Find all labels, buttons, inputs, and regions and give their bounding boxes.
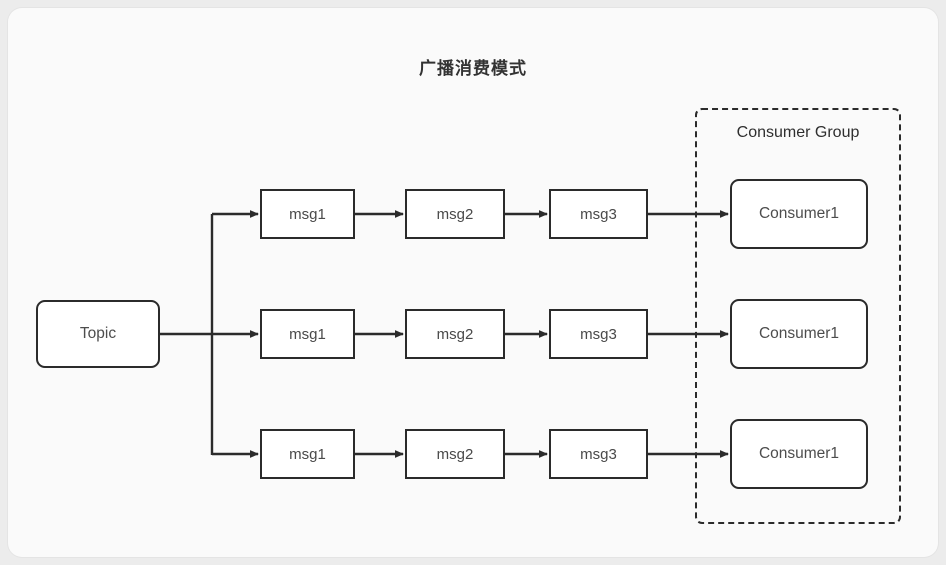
node-consumer-r3[interactable]: Consumer1	[730, 419, 868, 489]
node-msg-r1-1[interactable]: msg1	[260, 189, 355, 239]
connector-group	[160, 210, 729, 458]
node-msg-r2-1[interactable]: msg1	[260, 309, 355, 359]
node-consumer-r3-label: Consumer1	[758, 445, 840, 462]
node-msg-r3-1-label: msg1	[289, 445, 326, 463]
node-msg-r3-1[interactable]: msg1	[260, 429, 355, 479]
node-msg-r3-3[interactable]: msg3	[549, 429, 648, 479]
node-msg-r3-2[interactable]: msg2	[405, 429, 505, 479]
node-msg-r3-3-label: msg3	[580, 445, 617, 463]
node-msg-r1-2[interactable]: msg2	[405, 189, 505, 239]
node-msg-r2-2[interactable]: msg2	[405, 309, 505, 359]
consumer-group-label: Consumer Group	[736, 124, 860, 141]
node-msg-r1-1-label: msg1	[289, 205, 326, 223]
diagram-title: 广播消费模式	[419, 59, 527, 79]
node-msg-r2-3-label: msg3	[580, 325, 617, 343]
node-msg-r1-3[interactable]: msg3	[549, 189, 648, 239]
node-msg-r3-2-label: msg2	[436, 445, 474, 463]
node-consumer-r1-label: Consumer1	[758, 205, 840, 222]
node-topic-label: Topic	[79, 325, 117, 342]
node-consumer-r2-label: Consumer1	[758, 325, 840, 342]
node-msg-r2-1-label: msg1	[289, 325, 326, 343]
node-msg-r2-2-label: msg2	[436, 325, 474, 343]
node-msg-r2-3[interactable]: msg3	[549, 309, 648, 359]
node-consumer-r1[interactable]: Consumer1	[730, 179, 868, 249]
node-msg-r1-2-label: msg2	[436, 205, 474, 223]
node-topic[interactable]: Topic	[36, 300, 160, 368]
node-consumer-r2[interactable]: Consumer1	[730, 299, 868, 369]
consumer-group-box[interactable]	[695, 108, 901, 524]
node-msg-r1-3-label: msg3	[580, 205, 617, 223]
